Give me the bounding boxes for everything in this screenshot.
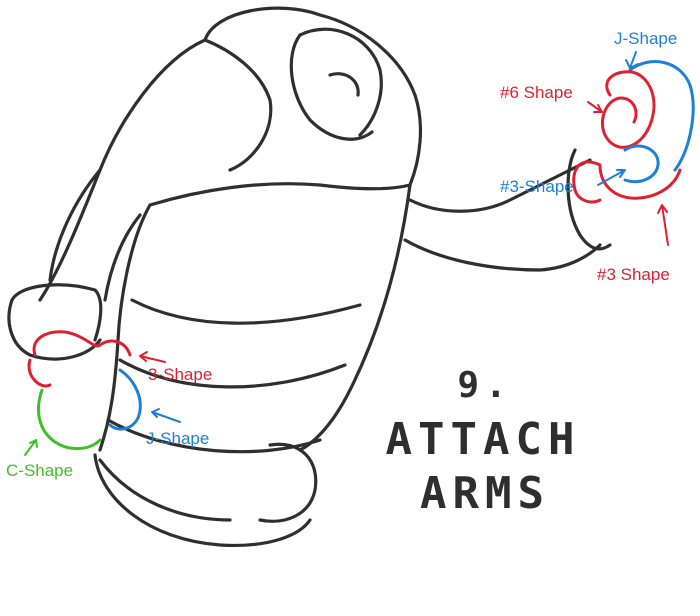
step-title-line2: ARMS (420, 468, 550, 519)
right-hand-shapes (572, 60, 695, 204)
right-6-shape-stroke (600, 70, 656, 149)
left-j-shape-stroke (108, 368, 142, 431)
label-right-6-shape: #6 Shape (500, 83, 573, 102)
left-3-shape-lobe (27, 358, 52, 388)
label-left-j-shape: J-Shape (146, 429, 210, 448)
label-right-j-shape: J-Shape (614, 29, 678, 48)
arrow-right-3-shape-red (657, 204, 669, 246)
right-3-shape-blue-stroke (623, 144, 660, 184)
label-right-3-shape-blue: #3-Shape (500, 177, 574, 196)
arrow-right-3-shape-blue (597, 169, 626, 186)
label-left-c-shape: C-Shape (6, 461, 74, 480)
arrow-left-c-shape (24, 439, 38, 456)
left-c-shape-stroke (37, 388, 102, 450)
right-j-shape-stroke (628, 60, 695, 172)
right-3-shape-red-stroke (598, 163, 682, 200)
label-right-3-shape-red: #3 Shape (597, 265, 670, 284)
arrow-left-j-shape (151, 408, 181, 423)
arrow-left-3-shape (139, 351, 166, 363)
right-3-shape-red-lobe (572, 160, 602, 204)
left-3-shape-stroke (32, 330, 132, 357)
step-number: 9. (457, 365, 513, 406)
label-left-3-shape: 3-Shape (148, 365, 213, 384)
left-hand-shapes (27, 330, 142, 450)
step-title-line1: ATTACH (385, 414, 581, 465)
arrow-right-6-shape (587, 101, 603, 113)
label-arrows (24, 51, 669, 456)
arrow-right-j-shape (625, 51, 639, 69)
